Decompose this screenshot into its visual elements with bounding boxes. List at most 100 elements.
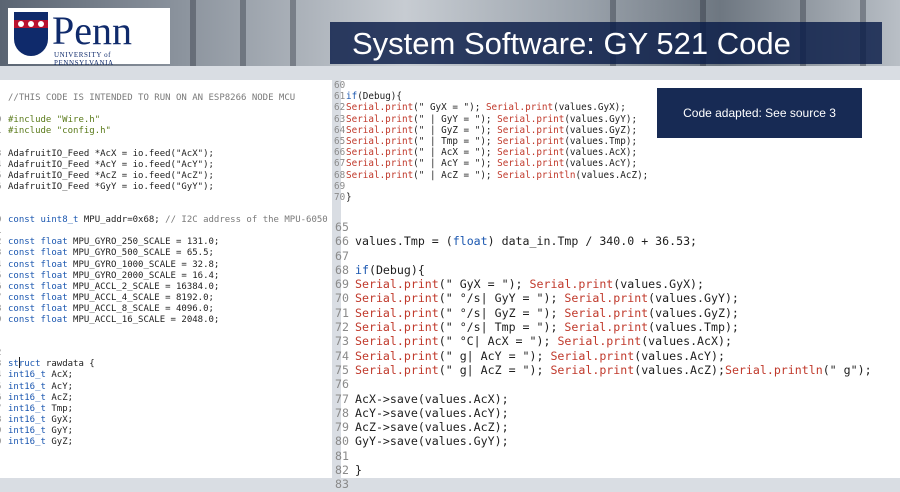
line-number: 63 bbox=[334, 113, 346, 125]
line-text: AcZ->save(values.AcZ); bbox=[355, 420, 509, 435]
line-number: 9 bbox=[0, 315, 8, 326]
title-bar bbox=[330, 22, 882, 64]
line-number: 0 bbox=[0, 215, 8, 226]
line-text: AcY->save(values.AcY); bbox=[355, 405, 509, 420]
left-code-line: 3const float MPU_GYRO_500_SCALE = 65.5; bbox=[0, 248, 332, 259]
logo-word: Penn bbox=[52, 8, 132, 53]
line-number: 82 bbox=[335, 463, 349, 478]
line-number: 5 bbox=[0, 382, 8, 393]
left-code-line: 7int16_t Tmp; bbox=[0, 404, 332, 415]
line-number: 77 bbox=[335, 391, 349, 406]
left-code-line: 2 bbox=[0, 348, 332, 359]
line-text: Serial.print(" °/s| GyY = "); Serial.pri… bbox=[355, 291, 739, 306]
left-code-line: 0int16_t GyZ; bbox=[0, 437, 332, 448]
line-number: 4 bbox=[0, 260, 8, 271]
left-code-panel: //THIS CODE IS INTENDED TO RUN ON AN ESP… bbox=[0, 80, 332, 478]
line-number: 69 bbox=[334, 180, 346, 192]
left-code-line: 7const float MPU_ACCL_4_SCALE = 8192.0; bbox=[0, 293, 332, 304]
line-text: //THIS CODE IS INTENDED TO RUN ON AN ESP… bbox=[8, 93, 296, 104]
logo-subtext: UNIVERSITY of PENNSYLVANIA bbox=[54, 51, 114, 67]
left-code-line: 9int16_t GyY; bbox=[0, 426, 332, 437]
left-code-line: 6int16_t AcZ; bbox=[0, 393, 332, 404]
line-number: 71 bbox=[335, 305, 349, 320]
line-number: 1 bbox=[0, 226, 8, 237]
line-text: int16_t GyY; bbox=[8, 425, 74, 436]
line-text: const uint8_t MPU_addr=0x68; // I2C addr… bbox=[8, 215, 328, 226]
right-top-code-line: 63Serial.print(" | GyY = "); Serial.prin… bbox=[334, 114, 648, 125]
line-text: AdafruitIO_Feed *AcZ = io.feed("AcZ"); bbox=[8, 170, 214, 181]
line-number: 2 bbox=[0, 348, 8, 359]
left-code-line: 1#include "config.h" bbox=[0, 126, 332, 137]
left-code-line: 2const float MPU_GYRO_250_SCALE = 131.0; bbox=[0, 237, 332, 248]
line-text: int16_t Tmp; bbox=[8, 403, 74, 414]
line-number: 61 bbox=[334, 91, 346, 103]
source-callout: Code adapted: See source 3 bbox=[657, 88, 862, 138]
left-code-line: 5int16_t AcY; bbox=[0, 382, 332, 393]
line-text: int16_t GyX; bbox=[8, 414, 74, 425]
line-text: const float MPU_GYRO_1000_SCALE = 32.8; bbox=[8, 259, 220, 270]
line-text: const float MPU_GYRO_500_SCALE = 65.5; bbox=[8, 248, 214, 259]
line-text: int16_t GyZ; bbox=[8, 437, 74, 447]
right-bottom-code-line: 76 bbox=[335, 377, 872, 391]
line-text: const float MPU_ACCL_16_SCALE = 2048.0; bbox=[8, 314, 220, 325]
left-code-line: 5AdafruitIO_Feed *AcZ = io.feed("AcZ"); bbox=[0, 171, 332, 182]
line-text: } bbox=[355, 463, 362, 478]
right-top-code-line: 68Serial.print(" | AcZ = "); Serial.prin… bbox=[334, 169, 649, 181]
left-code-line: 6const float MPU_ACCL_2_SCALE = 16384.0; bbox=[0, 282, 332, 293]
right-top-code-line: 66Serial.print(" | AcX = "); Serial.prin… bbox=[334, 147, 648, 159]
line-number: 70 bbox=[334, 192, 346, 204]
line-number: 3 bbox=[0, 359, 8, 370]
line-number: 60 bbox=[334, 80, 346, 91]
line-number: 0 bbox=[0, 115, 8, 126]
line-text: Serial.print(" | AcX = "); Serial.print(… bbox=[346, 147, 638, 159]
line-number: 0 bbox=[0, 437, 8, 448]
line-number: 66 bbox=[335, 234, 349, 249]
right-top-code-line: 61if(Debug){ bbox=[334, 91, 648, 102]
line-number: 4 bbox=[0, 370, 8, 381]
left-code-line: 3struct rawdata { bbox=[0, 359, 332, 370]
line-text: Serial.print(" | Tmp = "); Serial.print(… bbox=[346, 136, 638, 148]
line-number: 6 bbox=[0, 282, 8, 293]
line-number: 67 bbox=[334, 158, 346, 170]
line-text: Serial.print(" g| AcY = "); Serial.print… bbox=[355, 348, 725, 363]
line-text: Serial.print(" | GyZ = "); Serial.print(… bbox=[346, 124, 638, 136]
line-text: int16_t AcY; bbox=[8, 381, 74, 392]
left-code-block: //THIS CODE IS INTENDED TO RUN ON AN ESP… bbox=[0, 80, 332, 448]
left-code-line: 8const float MPU_ACCL_8_SCALE = 4096.0; bbox=[0, 304, 332, 315]
left-code-line: 4const float MPU_GYRO_1000_SCALE = 32.8; bbox=[0, 260, 332, 271]
line-number: 3 bbox=[0, 248, 8, 259]
slide-title: System Software: GY 521 Code bbox=[352, 26, 791, 61]
line-text: Serial.print(" GyX = "); Serial.print(va… bbox=[346, 102, 626, 114]
left-code-line: 9const float MPU_ACCL_16_SCALE = 2048.0; bbox=[0, 315, 332, 326]
right-top-code-line: 70} bbox=[334, 192, 648, 203]
right-top-code-line: 65Serial.print(" | Tmp = "); Serial.prin… bbox=[334, 136, 648, 148]
line-number: 6 bbox=[0, 393, 8, 404]
line-number: 65 bbox=[334, 136, 346, 148]
line-number: 3 bbox=[0, 149, 8, 160]
left-code-line bbox=[0, 82, 332, 93]
left-code-line: 4AdafruitIO_Feed *AcY = io.feed("AcY"); bbox=[0, 160, 332, 171]
line-number: 6 bbox=[0, 182, 8, 193]
right-top-code-line: 67Serial.print(" | AcY = "); Serial.prin… bbox=[334, 158, 648, 170]
line-number: 1 bbox=[0, 126, 8, 137]
left-code-line: 1 bbox=[0, 226, 332, 237]
left-code-line: 3AdafruitIO_Feed *AcX = io.feed("AcX"); bbox=[0, 149, 332, 160]
line-text: const float MPU_ACCL_2_SCALE = 16384.0; bbox=[8, 281, 220, 292]
left-code-line bbox=[0, 193, 332, 204]
line-number: 2 bbox=[0, 237, 8, 248]
line-text: Serial.print(" | AcZ = "); Serial.printl… bbox=[346, 169, 649, 181]
line-text: Serial.print(" °C| AcX = "); Serial.prin… bbox=[355, 334, 732, 349]
line-text: Serial.print(" | AcY = "); Serial.print(… bbox=[346, 158, 638, 170]
line-number: 70 bbox=[335, 291, 349, 306]
